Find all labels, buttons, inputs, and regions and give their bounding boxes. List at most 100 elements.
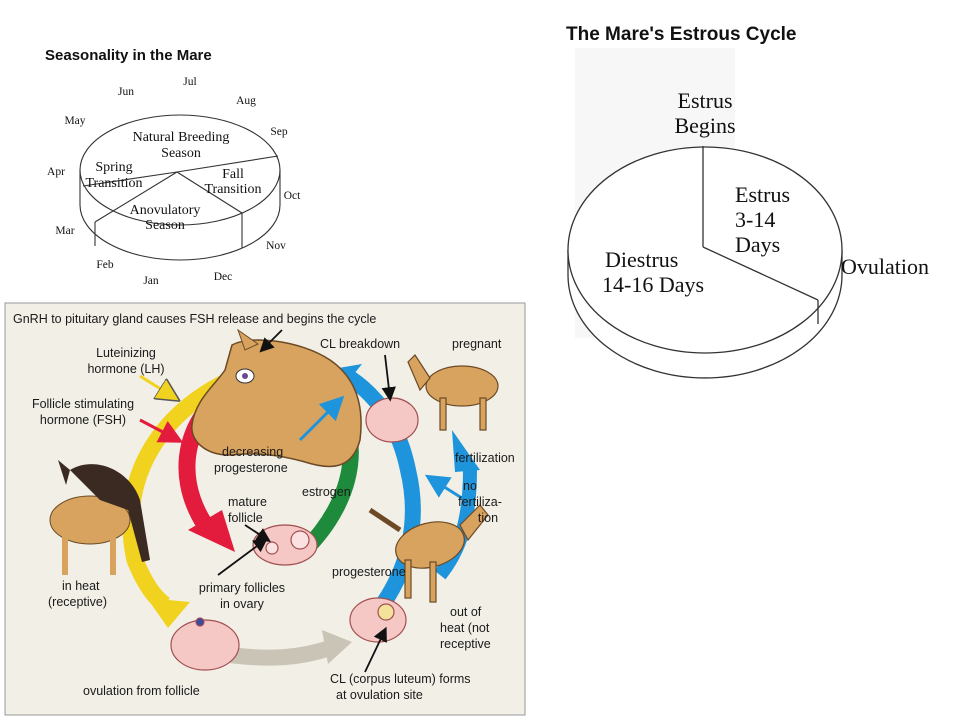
segment-natural-line2: Season xyxy=(161,146,201,161)
month-label: Jun xyxy=(118,86,134,98)
cl-forms-line2: at ovulation site xyxy=(336,688,423,702)
estrous-divider-ovulation xyxy=(702,246,819,301)
decreasing-progesterone-line1: decreasing xyxy=(222,445,283,459)
cl-breakdown-icon xyxy=(365,397,419,443)
horse-ear xyxy=(237,328,259,351)
stallion-body xyxy=(70,464,150,562)
cl-breakdown-label: CL breakdown xyxy=(320,337,400,351)
diestrus-line2: 14-16 Days xyxy=(602,272,704,297)
corpus-luteum-icon xyxy=(349,597,407,643)
estrous-cycle-diagram: The Mare's Estrous Cycle Estrus Begins E… xyxy=(566,24,929,379)
pregnant-horse-illustration xyxy=(407,354,499,431)
fsh-label-line1: Follicle stimulating xyxy=(32,397,134,411)
ovulation-from-follicle-label: ovulation from follicle xyxy=(83,684,200,698)
mare-leg xyxy=(62,535,68,575)
lh-arrow-head xyxy=(147,598,190,628)
out-of-heat-line2: heat (not xyxy=(440,621,490,635)
out-of-heat-line3: receptive xyxy=(440,637,491,651)
month-label: Mar xyxy=(55,225,74,237)
primary-follicles-line1: primary follicles xyxy=(199,581,285,595)
pie-divider-fall-top xyxy=(176,155,279,173)
gnrh-header: GnRH to pituitary gland causes FSH relea… xyxy=(13,312,376,326)
mature-follicle-line1: mature xyxy=(228,495,267,509)
mare-leg xyxy=(110,535,116,575)
stallion-head xyxy=(58,460,70,485)
segment-spring-line2: Transition xyxy=(85,176,142,191)
no-fertilization-line3: tion xyxy=(478,511,498,525)
pie-divider-anov-right xyxy=(176,171,243,214)
pie-divider-spring xyxy=(82,171,178,187)
month-label: Oct xyxy=(284,190,301,202)
fertilization-arrow-head xyxy=(452,430,480,472)
fsh-pointer xyxy=(139,418,184,443)
primary-follicles-line2: in ovary xyxy=(220,597,265,611)
ovulation-follicle-icon xyxy=(170,619,240,671)
egg-icon xyxy=(195,617,205,627)
segment-fall-line2: Transition xyxy=(204,182,261,197)
estrous-labels: Estrus Begins Estrus 3-14 Days Diestrus … xyxy=(602,88,929,297)
pituitary-icon xyxy=(242,373,248,379)
seasonality-diagram: Seasonality in the Mare Natural Breeding… xyxy=(45,47,301,287)
fertilization-label: fertilization xyxy=(455,451,515,465)
segment-spring-line1: Spring xyxy=(95,160,132,175)
rearing-horse-tail xyxy=(368,507,402,533)
rearing-horse-head xyxy=(459,504,489,542)
gray-arrow-head xyxy=(322,630,352,664)
estrous-title: The Mare's Estrous Cycle xyxy=(566,24,797,45)
horse-head xyxy=(191,339,362,468)
lh-pointer xyxy=(139,374,175,398)
seasonality-segment-labels: Natural Breeding Season Spring Transitio… xyxy=(85,130,261,233)
cl-forms-pointer xyxy=(364,626,387,673)
rearing-horse-leg xyxy=(429,561,437,603)
estrus-line1: Estrus xyxy=(735,182,790,207)
mature-follicle-pointer xyxy=(244,524,272,542)
fsh-arrow-head xyxy=(188,510,235,552)
ovulation-label: Ovulation xyxy=(841,254,929,279)
fsh-label-line2: hormone (FSH) xyxy=(40,413,126,427)
segment-natural-line1: Natural Breeding xyxy=(133,130,230,145)
corpus-luteum-core xyxy=(377,603,395,621)
month-label: Nov xyxy=(266,240,286,252)
gnrh-pointer xyxy=(259,329,283,353)
segment-anovulatory-line2: Season xyxy=(145,218,185,233)
hormone-cycle-labels: Luteinizing hormone (LH) Follicle stimul… xyxy=(32,337,515,702)
pie-top xyxy=(79,114,281,226)
month-labels: Jul Aug Sep Oct Nov Dec Jan Feb Mar Apr … xyxy=(47,76,301,287)
segment-fall-line1: Fall xyxy=(222,167,244,182)
estrus-begins-line1: Estrus xyxy=(678,88,733,113)
no-fertilization-pointer xyxy=(424,474,466,502)
pregnant-horse-leg xyxy=(439,397,447,431)
in-heat-line2: (receptive) xyxy=(48,595,107,609)
pregnant-horse-body xyxy=(425,365,499,407)
month-label: Apr xyxy=(47,166,65,178)
month-label: Feb xyxy=(96,259,114,271)
estrogen-label: estrogen xyxy=(302,485,351,499)
follicle-bubble xyxy=(290,530,310,550)
lh-label-line1: Luteinizing xyxy=(96,346,156,360)
out-of-heat-line1: out of xyxy=(450,605,482,619)
lh-label-line2: hormone (LH) xyxy=(87,362,164,376)
month-label: May xyxy=(64,115,85,127)
mare-body xyxy=(49,495,131,545)
rearing-horse-illustration xyxy=(368,504,489,603)
pregnant-label: pregnant xyxy=(452,337,502,351)
progesterone-label: progesterone xyxy=(332,565,406,579)
hormone-cycle-diagram: GnRH to pituitary gland causes FSH relea… xyxy=(4,302,526,716)
rearing-horse-leg xyxy=(404,559,412,599)
month-label: Dec xyxy=(214,271,233,283)
month-label: Aug xyxy=(236,95,256,107)
primary-follicles-pointer xyxy=(217,537,268,576)
pie-divider-anov-left xyxy=(94,171,178,223)
estrus-line2: 3-14 xyxy=(735,207,775,232)
cl-breakdown-pointer xyxy=(381,354,396,402)
mature-follicle-line2: follicle xyxy=(228,511,263,525)
decreasing-progesterone-line2: progesterone xyxy=(214,461,288,475)
pregnant-horse-head xyxy=(407,354,431,392)
in-heat-line1: in heat xyxy=(62,579,100,593)
seasonality-title: Seasonality in the Mare xyxy=(45,47,212,64)
diestrus-line1: Diestrus xyxy=(605,247,678,272)
mating-horses-illustration xyxy=(49,460,150,575)
seasonality-pie xyxy=(79,114,281,261)
estrus-line3: Days xyxy=(735,232,780,257)
